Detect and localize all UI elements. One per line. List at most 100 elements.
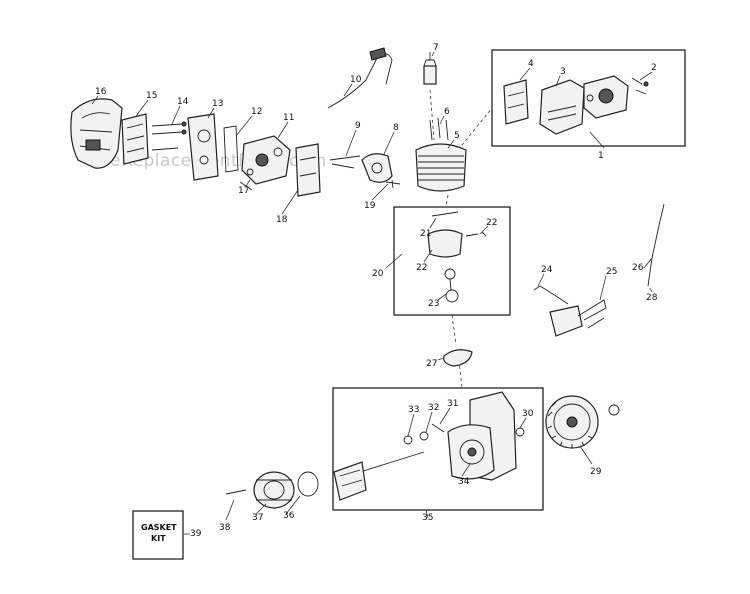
leader-30	[519, 417, 527, 429]
callout-14: 14	[177, 97, 189, 107]
guide-line-cylinder-to-piston	[445, 194, 449, 208]
manifold-bolt-part	[385, 179, 401, 189]
callout-18: 18	[276, 215, 288, 225]
callout-22a: 22	[486, 218, 497, 228]
callout-27: 27	[426, 359, 437, 369]
cylinder-part	[415, 143, 467, 192]
callout-20: 20	[372, 269, 384, 279]
callout-2: 2	[651, 63, 657, 73]
callout-5: 5	[454, 131, 460, 141]
piston-ring-part	[431, 211, 459, 217]
leader-36	[285, 495, 301, 515]
leader-22a	[479, 225, 489, 235]
leader-18	[281, 189, 299, 215]
clutch-drum-part	[253, 471, 295, 509]
callout-9: 9	[355, 121, 361, 131]
guide-line-spark-plug	[429, 89, 435, 141]
gasket-kit-label-line2: KIT	[151, 534, 166, 543]
gasket-kit-label-line1: GASKET	[141, 523, 177, 532]
leader-25	[599, 275, 607, 301]
callout-15: 15	[146, 91, 157, 101]
intake-manifold-part	[361, 153, 393, 183]
leader-23	[437, 293, 447, 301]
callout-11: 11	[283, 113, 294, 123]
leader-13	[207, 107, 215, 119]
callout-25: 25	[606, 267, 617, 277]
callout-12: 12	[251, 107, 262, 117]
air-box-base-part	[187, 113, 219, 181]
callout-3: 3	[560, 67, 566, 77]
leader-37	[255, 503, 267, 515]
guide-line-gasket-to-crankcase	[458, 359, 463, 389]
leader-6	[439, 115, 445, 125]
callout-4: 4	[528, 59, 534, 69]
leader-10	[343, 83, 353, 97]
drive-shaft-part	[333, 451, 425, 501]
callout-38: 38	[219, 523, 231, 533]
flywheel-nut-part	[608, 404, 620, 416]
callout-32: 32	[428, 403, 439, 413]
leader-5	[447, 139, 455, 149]
leader-22b	[423, 249, 433, 263]
ground-wire-part	[647, 203, 665, 287]
cylinder-screws-part	[631, 77, 649, 95]
air-filter-element-part	[121, 113, 149, 165]
clutch-screw-part	[225, 489, 247, 495]
guide-line-cylinder-to-box	[457, 107, 493, 151]
leader-27	[437, 357, 445, 361]
callout-23: 23	[428, 299, 439, 309]
leader-15	[135, 99, 149, 117]
leader-1	[589, 131, 605, 149]
leader-19	[371, 183, 389, 201]
callout-8: 8	[393, 123, 399, 133]
heat-insulator-part	[295, 143, 321, 197]
carburetor-part	[239, 135, 291, 191]
cylinder-kit-box	[491, 49, 686, 147]
leader-14	[171, 105, 181, 125]
callout-17: 17	[238, 186, 249, 196]
leader-35	[425, 509, 429, 519]
callout-34: 34	[458, 477, 470, 487]
callout-33: 33	[408, 405, 419, 415]
spark-plug-part	[423, 52, 437, 85]
leader-26	[643, 257, 653, 269]
callout-7: 7	[433, 43, 439, 53]
leader-38	[225, 499, 235, 521]
piston-pin-clip-part	[465, 231, 487, 237]
callout-22b: 22	[416, 263, 427, 273]
leader-24	[537, 273, 545, 287]
callout-35: 35	[422, 513, 433, 523]
crankcase-screw-part	[515, 427, 525, 437]
carburetor-gasket-part	[223, 125, 239, 173]
callout-31: 31	[447, 399, 458, 409]
callout-21: 21	[420, 229, 431, 239]
cylinder-studs-part	[429, 117, 449, 141]
guide-line-piston-to-gasket	[451, 314, 457, 346]
leader-3	[555, 75, 561, 87]
ignition-coil-part	[533, 285, 607, 337]
crankcase-part	[447, 391, 517, 481]
piston-part	[427, 229, 463, 258]
callout-24: 24	[541, 265, 553, 275]
crankshaft-seals-part	[403, 423, 445, 445]
leader-7	[431, 51, 435, 57]
callout-13: 13	[212, 99, 223, 109]
leader-21	[429, 217, 437, 229]
callout-6: 6	[444, 107, 450, 117]
cylinder-head-part	[583, 75, 629, 119]
crankcase-assembly-box	[332, 387, 544, 511]
cylinder-shroud-part	[539, 79, 585, 135]
fuel-line-part	[329, 155, 361, 169]
crankcase-gasket-part	[443, 349, 473, 367]
filter-screws-part	[151, 121, 187, 151]
leader-11	[277, 121, 289, 139]
callout-29: 29	[590, 467, 602, 477]
leader-8	[383, 131, 395, 155]
leader-4	[519, 67, 531, 81]
leader-2	[639, 71, 653, 81]
leader-20	[385, 253, 403, 269]
leader-34	[461, 463, 471, 477]
leader-31	[439, 407, 451, 425]
callout-36: 36	[283, 511, 295, 521]
